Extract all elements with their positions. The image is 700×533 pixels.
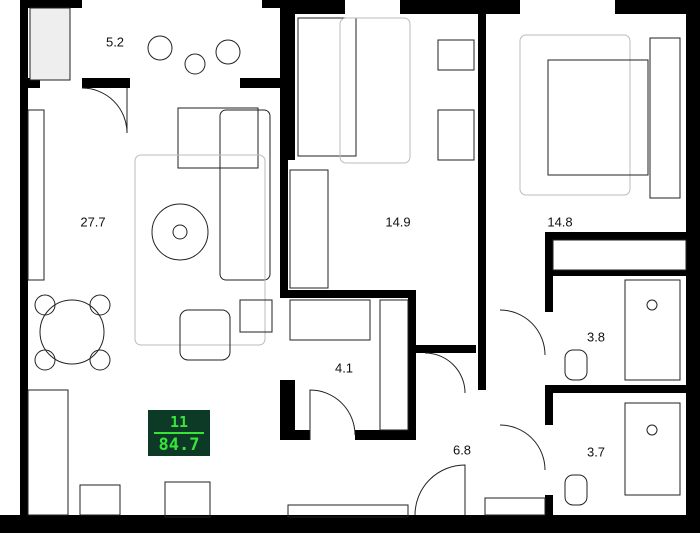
apartment-total-area: 84.7 — [158, 435, 200, 455]
apartment-number: 11 — [169, 413, 189, 431]
room-area-balcony: 5.2 — [105, 34, 125, 50]
room-area-bathroom-2: 3.7 — [586, 444, 606, 460]
room-area-storage: 4.1 — [334, 360, 354, 376]
radiators — [30, 518, 680, 526]
room-area-hall: 6.8 — [452, 442, 472, 458]
room-area-living: 27.7 — [80, 214, 106, 230]
room-area-bedroom-2: 14.8 — [547, 214, 573, 230]
badge-divider — [154, 432, 204, 434]
room-area-bathroom-1: 3.8 — [586, 329, 606, 345]
room-area-bedroom-1: 14.9 — [385, 214, 411, 230]
apartment-badge: 11 84.7 — [148, 410, 210, 456]
furniture — [27, 7, 687, 518]
